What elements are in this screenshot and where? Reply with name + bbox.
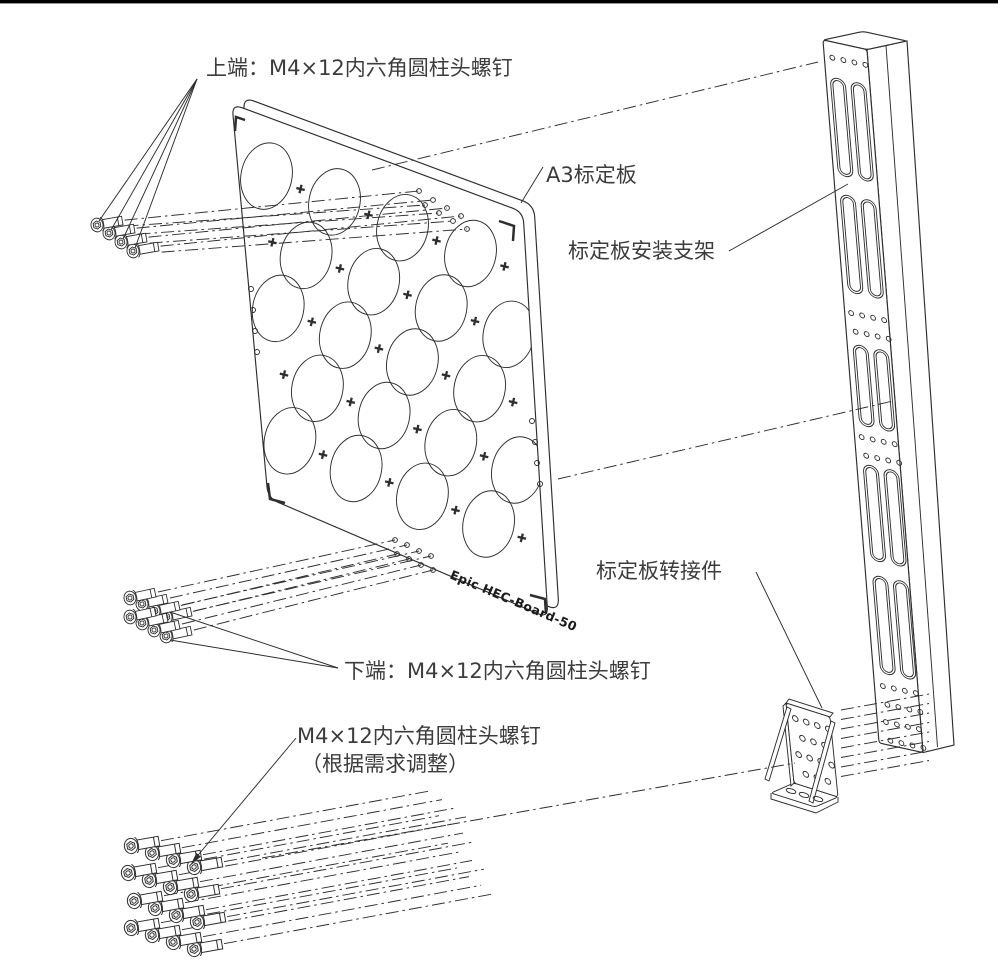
calibration-board xyxy=(232,99,559,616)
label-board: A3标定板 xyxy=(546,163,637,187)
bottom-edge-screws-group xyxy=(123,587,193,644)
label-bottom-screws: 下端：M4×12内六角圆柱头螺钉 xyxy=(344,659,651,683)
assembly-centerlines xyxy=(124,61,930,945)
page-top-border xyxy=(0,0,998,4)
adapter-bracket xyxy=(764,698,839,814)
label-adjust-screws-2: （根据需求调整） xyxy=(301,752,469,776)
mounting-bracket-rail xyxy=(822,31,955,754)
label-adapter: 标定板转接件 xyxy=(596,559,722,583)
label-bracket: 标定板安装支架 xyxy=(568,239,715,263)
adjustable-screws-group xyxy=(120,835,227,958)
label-adjust-screws-1: M4×12内六角圆柱头螺钉 xyxy=(297,724,541,748)
label-top-screws: 上端：M4×12内六角圆柱头螺钉 xyxy=(206,56,513,80)
leader-lines xyxy=(98,78,849,864)
